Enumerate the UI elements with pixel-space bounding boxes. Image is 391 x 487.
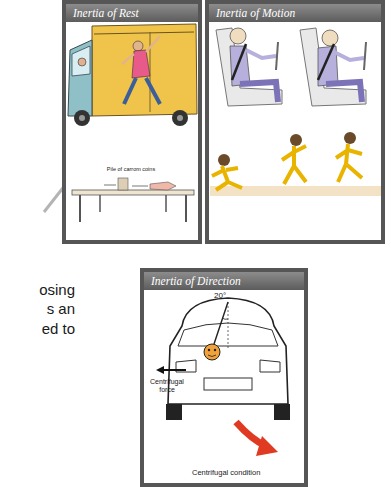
bus-body <box>92 24 197 116</box>
panel-frame: Inertia of Direction <box>140 268 308 487</box>
passenger-arms <box>122 36 160 64</box>
person-arm <box>334 52 364 60</box>
coin-pile <box>118 178 128 190</box>
table-leg <box>99 195 101 212</box>
car-seat <box>216 28 282 106</box>
bob-mouth <box>208 355 216 357</box>
hand <box>150 182 176 190</box>
passenger-shirt <box>132 50 150 78</box>
kid-body <box>282 146 306 184</box>
kid-head <box>290 134 302 146</box>
seat-belt <box>232 44 246 80</box>
bus-cab <box>68 40 92 116</box>
passenger-head <box>133 41 143 51</box>
driver-head <box>78 58 86 66</box>
kid-head <box>218 154 230 166</box>
person-legs <box>240 82 278 102</box>
arrow-head <box>156 366 164 374</box>
steering-wheel <box>276 42 278 70</box>
person-legs <box>326 82 362 102</box>
panel-frame: Inertia of Rest <box>62 0 202 244</box>
person-head <box>322 30 338 46</box>
passenger-legs <box>124 78 160 104</box>
arrow-head <box>256 436 278 456</box>
car-tyre <box>166 404 182 420</box>
person-arm <box>246 50 276 58</box>
car-outline <box>168 298 288 404</box>
angle-label: 20° <box>214 292 234 301</box>
arrow-line <box>132 186 148 187</box>
bus-wheel <box>74 110 90 126</box>
bus-wheel <box>172 110 188 126</box>
force-arrow <box>162 369 186 371</box>
body-text: s an <box>0 301 75 318</box>
panel-title: Inertia of Direction <box>144 272 304 290</box>
seat-belt <box>318 44 334 80</box>
angle-arc <box>222 318 228 319</box>
car-headlight <box>260 360 280 372</box>
car-seat <box>300 28 366 106</box>
panel-background <box>205 0 385 244</box>
panel-frame: Inertia of Motion <box>205 0 385 244</box>
force-label: Centrifugal force <box>144 378 190 393</box>
steering-wheel <box>364 42 366 70</box>
panel-background <box>62 0 202 244</box>
arrow-line <box>104 185 116 186</box>
person-head <box>230 28 246 44</box>
panel-background <box>140 268 308 487</box>
pendulum-string <box>214 302 228 344</box>
table-leg <box>185 195 187 222</box>
pendulum-bob <box>204 344 220 360</box>
caption-text: Pile of carrom coins <box>96 166 166 172</box>
windshield <box>72 46 90 76</box>
condition-label: Centrifugal condition <box>192 469 282 477</box>
vertical-reference <box>228 302 229 350</box>
wheel-hub <box>177 115 183 121</box>
kid-body <box>336 144 362 182</box>
panel-title: Inertia of Rest <box>66 4 198 22</box>
bob-eye <box>214 349 216 351</box>
table-leg <box>79 195 81 222</box>
body-text: ed to <box>0 321 75 338</box>
car-tyre <box>274 404 290 420</box>
table-top <box>72 190 194 195</box>
car-grille <box>204 378 252 390</box>
bob-eye <box>208 349 210 351</box>
wheel-hub <box>79 115 85 121</box>
body-text: osing <box>0 282 75 299</box>
kid-body <box>212 166 242 190</box>
panel-title: Inertia of Motion <box>209 4 381 22</box>
bus-rail <box>94 32 194 34</box>
kid-head <box>344 132 356 144</box>
table-leg <box>165 195 167 212</box>
